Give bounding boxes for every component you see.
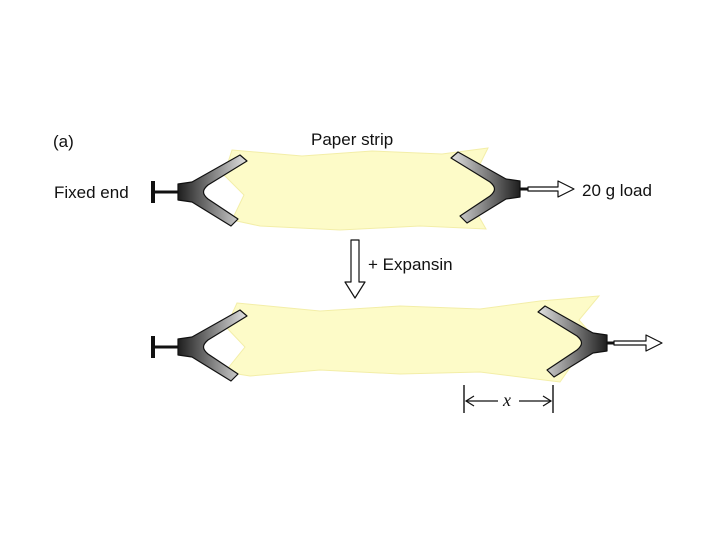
extension-measure [463, 385, 554, 413]
load-arrow-icon [527, 180, 575, 198]
fixed-end-wall [151, 181, 155, 203]
fixed-end-wall-extended [151, 336, 155, 358]
paper-strip-label: Paper strip [311, 130, 393, 149]
extension-label: x [502, 390, 511, 410]
expansin-label: + Expansin [368, 255, 453, 274]
fixed-end-label: Fixed end [54, 183, 129, 202]
load-label: 20 g load [582, 181, 652, 200]
load-arrow-extended-icon [613, 334, 663, 352]
panel-label: (a) [53, 132, 74, 151]
expansin-arrow-icon [344, 239, 366, 299]
paper-strip-before [223, 147, 501, 231]
